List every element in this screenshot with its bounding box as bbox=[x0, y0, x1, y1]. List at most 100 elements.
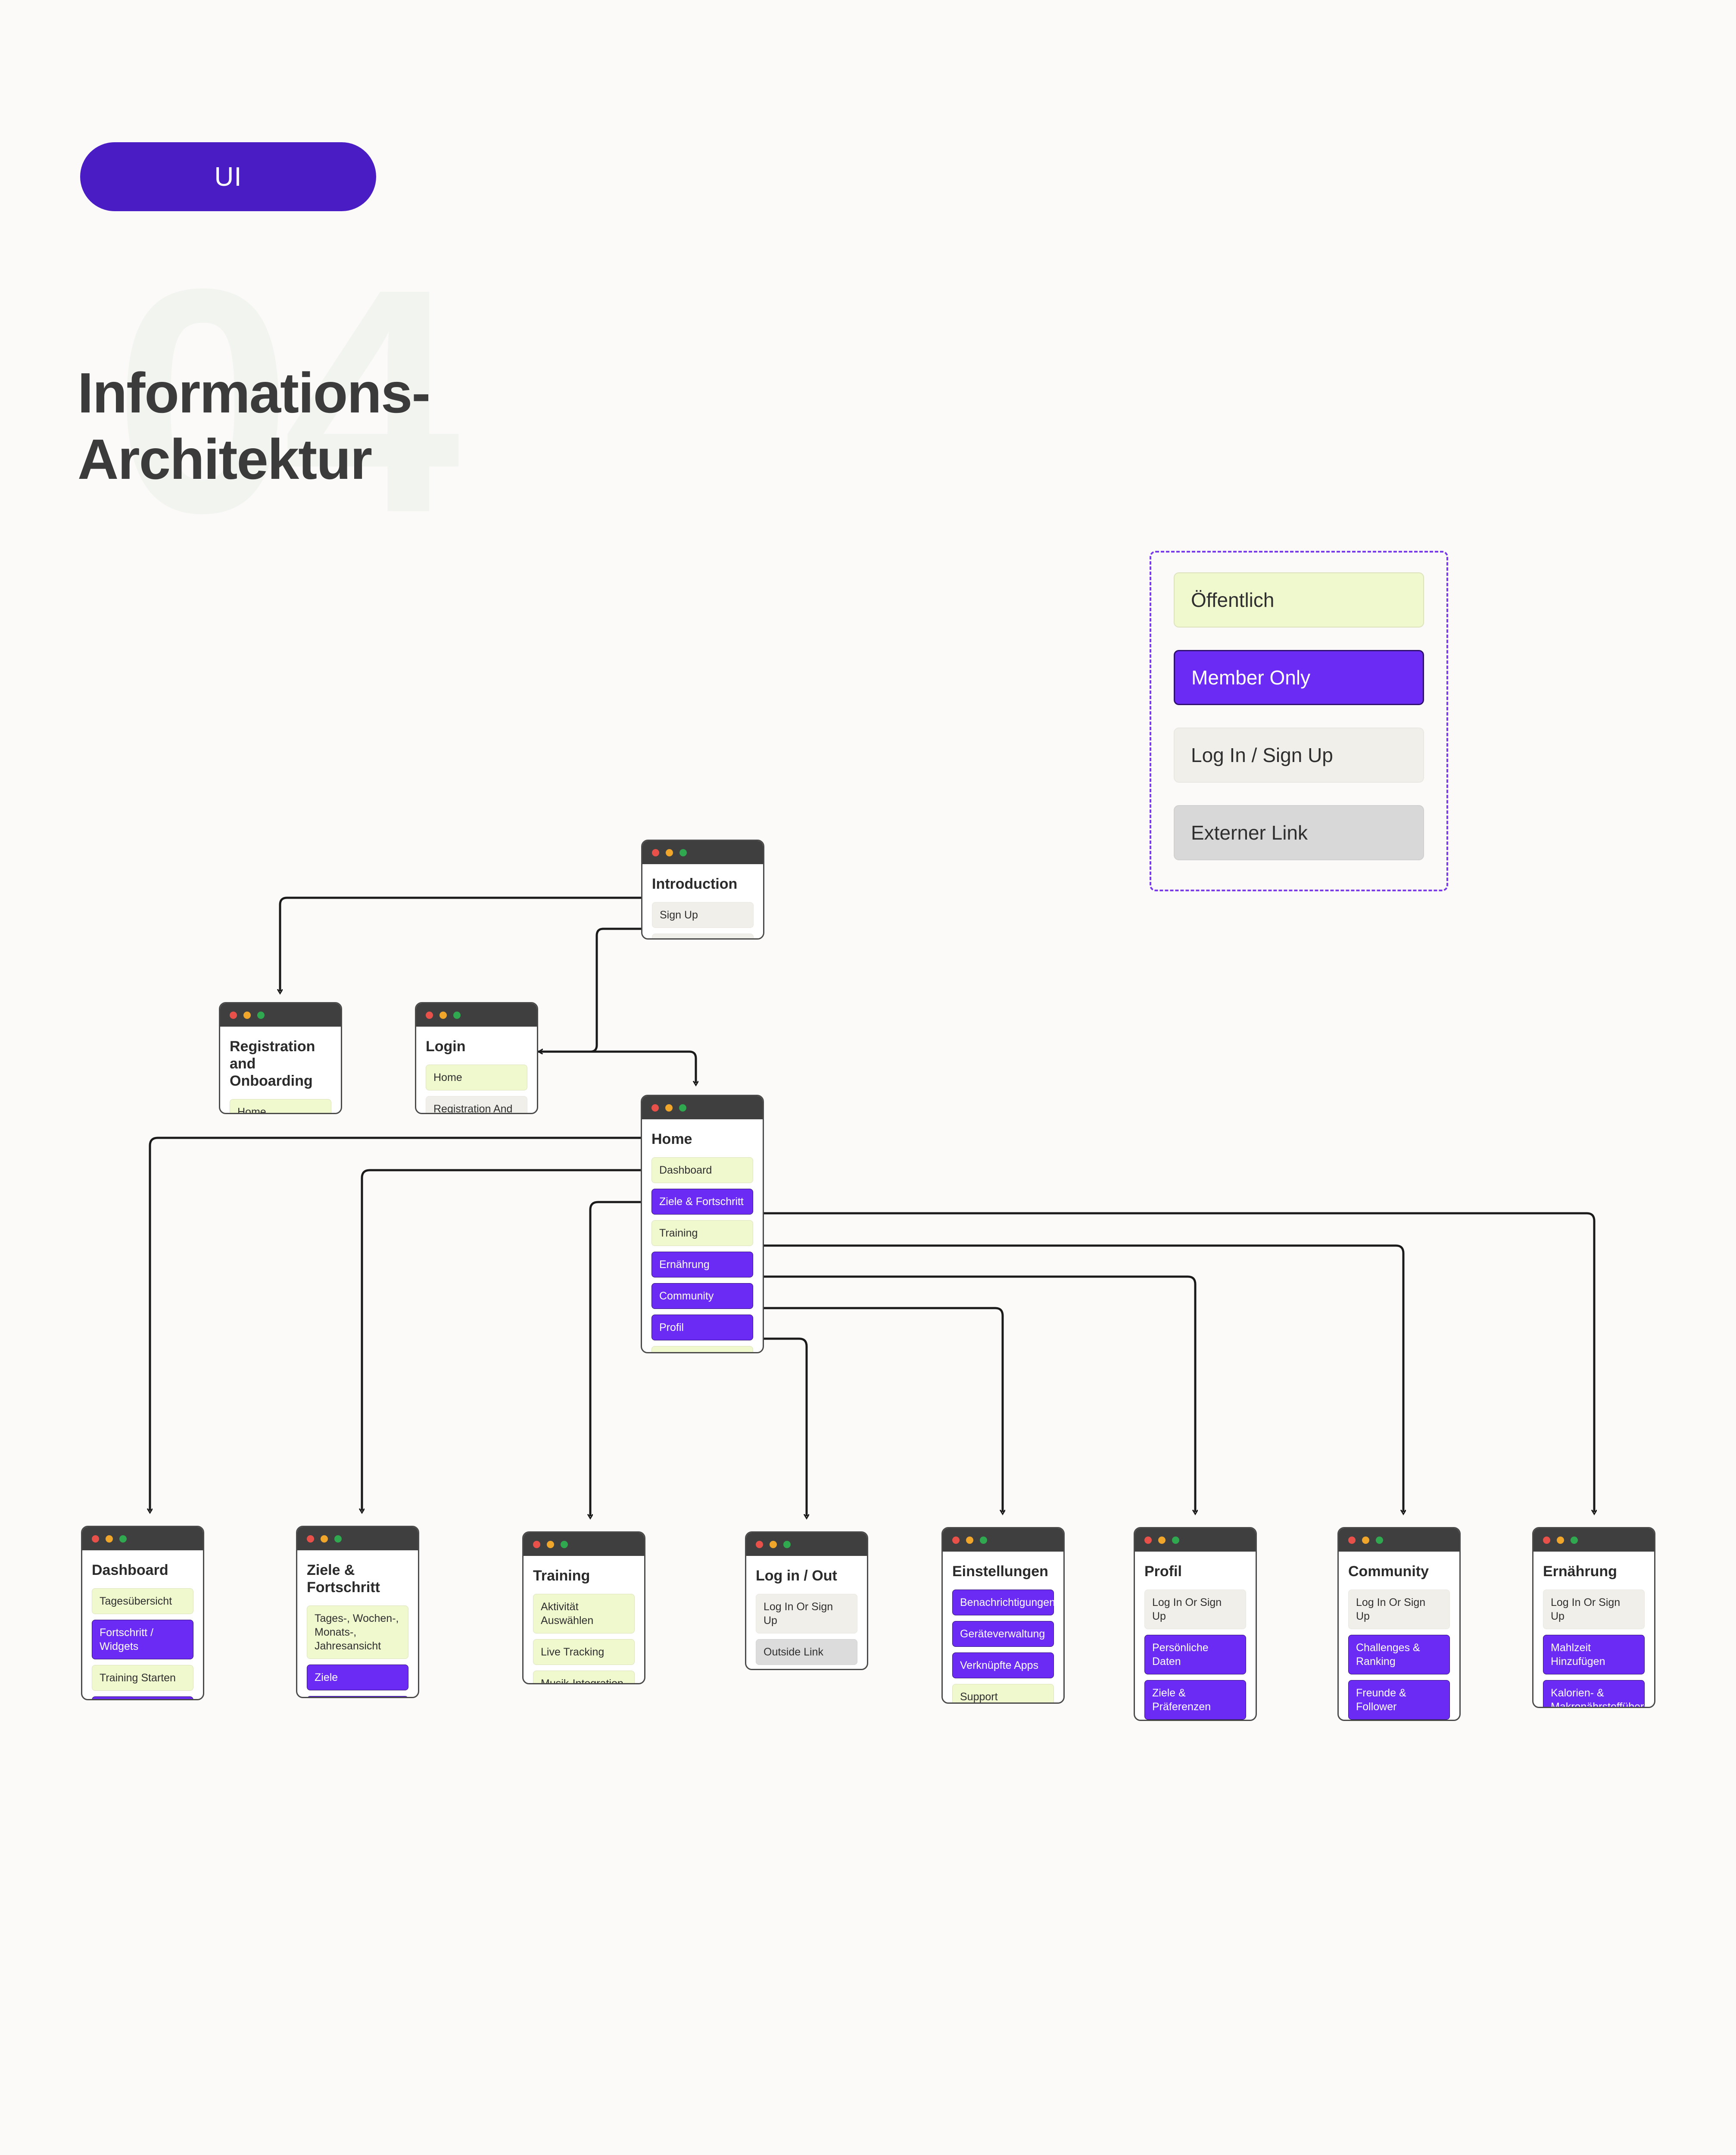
close-icon[interactable] bbox=[651, 1104, 659, 1112]
card-item-label: Ziele bbox=[315, 1671, 338, 1684]
minimize-icon[interactable] bbox=[666, 849, 673, 856]
window-chrome-bar bbox=[642, 841, 763, 864]
maximize-icon[interactable] bbox=[334, 1535, 342, 1543]
card-item-label: Einstellungen bbox=[659, 1352, 724, 1353]
maximize-icon[interactable] bbox=[453, 1011, 461, 1019]
window-chrome-bar bbox=[220, 1003, 341, 1027]
card-item-label: Community bbox=[659, 1290, 714, 1302]
card-item[interactable]: Geräteverwaltung bbox=[952, 1621, 1054, 1647]
card-title: Introduction bbox=[652, 876, 738, 892]
card-item[interactable]: Outside Link bbox=[756, 1639, 857, 1665]
card-item[interactable]: Support bbox=[952, 1684, 1054, 1702]
card-item-label: Log In Or Sign Up bbox=[764, 1601, 833, 1627]
minimize-icon[interactable] bbox=[1158, 1536, 1166, 1544]
card-item[interactable]: Log In Or Sign Up bbox=[1348, 1590, 1450, 1630]
close-icon[interactable] bbox=[230, 1011, 237, 1019]
card-item[interactable]: Einstellungen bbox=[651, 1346, 753, 1353]
card-item[interactable]: Home bbox=[230, 1099, 331, 1113]
card-item-label: Ernährung bbox=[659, 1259, 710, 1271]
card-item[interactable]: Dashboard bbox=[651, 1157, 753, 1184]
close-icon[interactable] bbox=[307, 1535, 314, 1543]
card-item[interactable]: Musik-Integration bbox=[533, 1671, 635, 1683]
close-icon[interactable] bbox=[426, 1011, 433, 1019]
card-item[interactable]: Log In Or Sign Up bbox=[1144, 1590, 1246, 1630]
card-item-label: Dashboard bbox=[659, 1164, 712, 1177]
minimize-icon[interactable] bbox=[321, 1535, 328, 1543]
minimize-icon[interactable] bbox=[1362, 1536, 1369, 1544]
card-item[interactable]: Tagesübersicht bbox=[92, 1588, 193, 1615]
maximize-icon[interactable] bbox=[783, 1540, 791, 1548]
card-item[interactable]: Verknüpfte Apps bbox=[952, 1652, 1054, 1679]
card-item[interactable]: Ziele & Präferenzen bbox=[1144, 1680, 1246, 1720]
maximize-icon[interactable] bbox=[1172, 1536, 1179, 1544]
card-item[interactable]: Profil bbox=[651, 1315, 753, 1341]
card-item[interactable]: Benachrichtigungen (Challenges, Erinneru… bbox=[92, 1696, 193, 1699]
card-item[interactable]: Training bbox=[651, 1220, 753, 1246]
card-item[interactable]: Tages-, Wochen-, Monats-, Jahresansicht bbox=[307, 1605, 408, 1659]
card-item-label: Kalorien- & Makronährstoffübersicht bbox=[1551, 1687, 1655, 1708]
minimize-icon[interactable] bbox=[547, 1540, 554, 1548]
card-item[interactable]: Challenges & Ranking bbox=[1348, 1635, 1450, 1675]
maximize-icon[interactable] bbox=[257, 1011, 265, 1019]
card-item[interactable]: Persönliche Daten bbox=[1144, 1635, 1246, 1675]
close-icon[interactable] bbox=[952, 1536, 960, 1544]
minimize-icon[interactable] bbox=[1557, 1536, 1564, 1544]
card-item[interactable]: Ziele & Fortschritt bbox=[651, 1189, 753, 1215]
maximize-icon[interactable] bbox=[561, 1540, 568, 1548]
minimize-icon[interactable] bbox=[243, 1011, 251, 1019]
card-item[interactable]: Sign Up bbox=[652, 902, 754, 928]
card-item[interactable]: Log In Or Sign Up bbox=[1543, 1590, 1645, 1630]
card-item[interactable]: Registration And Onboarding bbox=[426, 1096, 527, 1113]
card-item[interactable]: Statistiken/Diagramme bbox=[307, 1696, 408, 1697]
card-item[interactable]: Log In Or Sign Up bbox=[756, 1594, 857, 1634]
card-item[interactable]: Benachrichtigungen bbox=[952, 1590, 1055, 1616]
close-icon[interactable] bbox=[533, 1540, 540, 1548]
maximize-icon[interactable] bbox=[679, 849, 687, 856]
close-icon[interactable] bbox=[756, 1540, 763, 1548]
card-item-label: Challenges & Ranking bbox=[1356, 1642, 1420, 1668]
card-item[interactable]: Ernährung bbox=[651, 1252, 753, 1278]
card-item[interactable]: Log In bbox=[652, 934, 754, 938]
card-item[interactable]: Aktivität Auswählen bbox=[533, 1594, 635, 1634]
window-chrome-bar bbox=[416, 1003, 537, 1027]
card-item[interactable]: Ziele bbox=[307, 1665, 408, 1691]
minimize-icon[interactable] bbox=[439, 1011, 447, 1019]
card-item-label: Profil bbox=[659, 1321, 684, 1334]
minimize-icon[interactable] bbox=[770, 1540, 777, 1548]
card-item[interactable]: Kalorien- & Makronährstoffübersicht bbox=[1543, 1680, 1654, 1707]
card-title: Ziele & Fortschritt bbox=[307, 1562, 380, 1596]
card-item-label: Fortschritt / Widgets bbox=[100, 1627, 154, 1653]
close-icon[interactable] bbox=[92, 1535, 99, 1543]
card-item[interactable]: Live Tracking bbox=[533, 1639, 635, 1665]
close-icon[interactable] bbox=[1348, 1536, 1356, 1544]
card-item[interactable]: Training Starten bbox=[92, 1665, 193, 1691]
maximize-icon[interactable] bbox=[980, 1536, 987, 1544]
card-item[interactable]: Community bbox=[651, 1283, 753, 1309]
card-item[interactable]: Freunde & Follower bbox=[1348, 1680, 1450, 1720]
minimize-icon[interactable] bbox=[665, 1104, 673, 1112]
close-icon[interactable] bbox=[1543, 1536, 1550, 1544]
minimize-icon[interactable] bbox=[106, 1535, 113, 1543]
close-icon[interactable] bbox=[652, 849, 659, 856]
maximize-icon[interactable] bbox=[1571, 1536, 1578, 1544]
card-title: Dashboard bbox=[92, 1562, 168, 1578]
close-icon[interactable] bbox=[1144, 1536, 1152, 1544]
card-item[interactable]: Home bbox=[426, 1065, 527, 1091]
maximize-icon[interactable] bbox=[1376, 1536, 1383, 1544]
window-chrome-bar bbox=[524, 1533, 644, 1556]
card-item[interactable]: Mahlzeit Hinzufügen bbox=[1543, 1635, 1645, 1675]
minimize-icon[interactable] bbox=[966, 1536, 973, 1544]
maximize-icon[interactable] bbox=[119, 1535, 127, 1543]
card-item[interactable]: Fortschritt / Widgets bbox=[92, 1620, 193, 1660]
window-chrome-bar bbox=[642, 1096, 763, 1119]
maximize-icon[interactable] bbox=[679, 1104, 686, 1112]
